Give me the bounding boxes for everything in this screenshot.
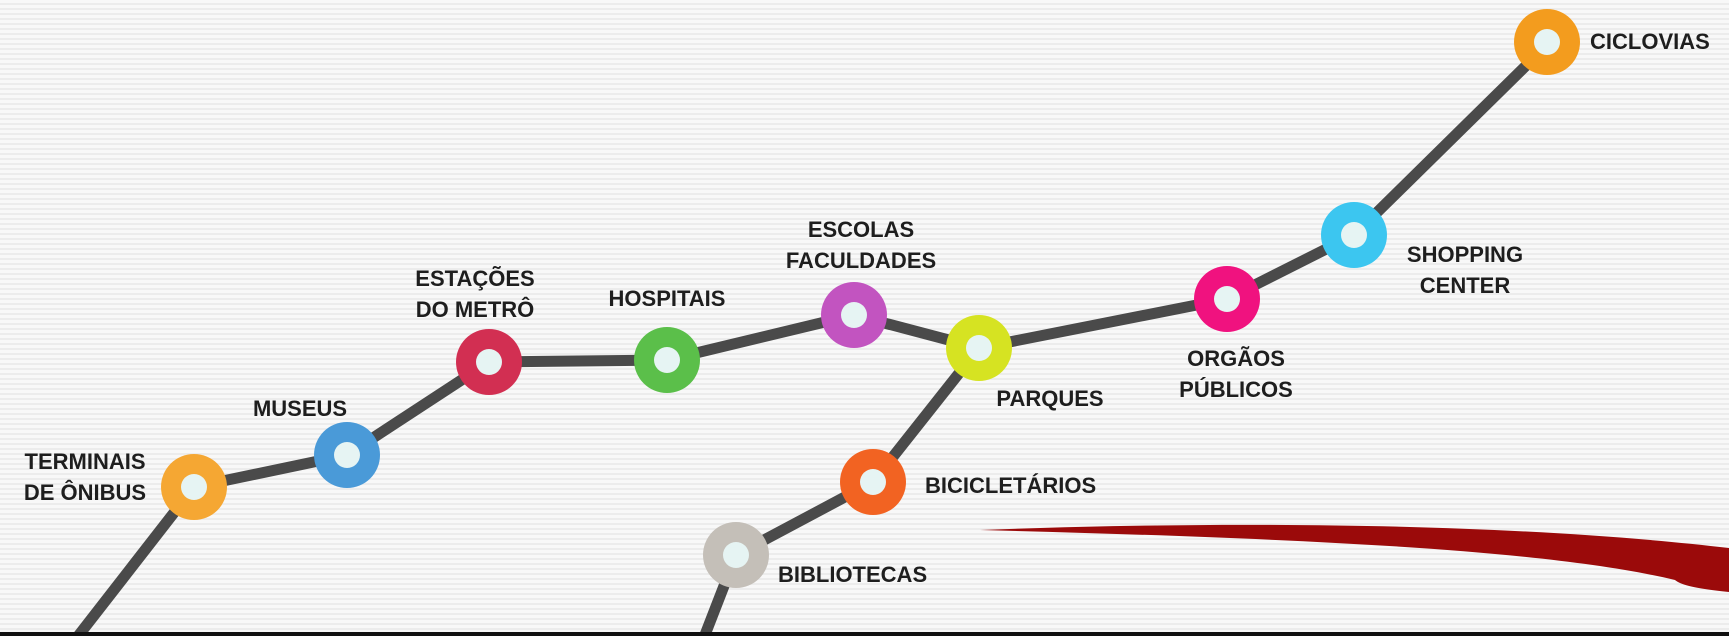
label-bibliotecas: BIBLIOTECAS [778,559,927,590]
label-escolas: ESCOLAS FACULDADES [766,214,956,276]
station-estacoes[interactable] [456,329,522,395]
label-ciclovias: CICLOVIAS [1590,26,1710,57]
station-center [1341,222,1367,248]
main-route-line [71,39,1553,636]
label-estacoes: ESTAÇÕES DO METRÔ [395,263,555,325]
label-line: CENTER [1419,273,1511,298]
label-line: BICICLETÁRIOS [925,473,1097,498]
station-center [841,302,867,328]
station-escolas[interactable] [821,282,887,348]
station-center [654,347,680,373]
label-museus: MUSEUS [235,393,365,424]
station-hospitais[interactable] [634,327,700,393]
label-line: SHOPPING [1406,242,1524,267]
station-center [860,469,886,495]
branch-route-line [698,342,985,636]
station-center [476,349,502,375]
station-museus[interactable] [314,422,380,488]
label-line: MUSEUS [252,396,348,421]
station-center [723,542,749,568]
label-line: ESTAÇÕES [415,266,535,291]
station-shopping[interactable] [1321,202,1387,268]
station-ciclovias[interactable] [1514,9,1580,75]
station-center [966,335,992,361]
station-center [1534,29,1560,55]
label-bicicletarios: BICICLETÁRIOS [925,470,1096,501]
label-line: DO METRÔ [415,297,535,322]
station-center [334,442,360,468]
station-center [1214,286,1240,312]
station-bicicletarios[interactable] [840,449,906,515]
label-line: TERMINAIS [24,449,146,474]
label-line: FACULDADES [785,248,937,273]
station-parques[interactable] [946,315,1012,381]
label-hospitais: HOSPITAIS [592,283,742,314]
station-bibliotecas[interactable] [703,522,769,588]
label-orgaos: ORGÃOS PÚBLICOS [1161,343,1311,405]
label-line: PARQUES [996,386,1104,411]
label-line: ESCOLAS [807,217,915,242]
label-line: ORGÃOS [1187,346,1285,371]
label-shopping: SHOPPING CENTER [1390,239,1540,301]
label-terminais: TERMINAIS DE ÔNIBUS [10,446,160,508]
bottom-divider [0,632,1729,636]
red-swoosh [980,524,1729,592]
label-parques: PARQUES [980,383,1120,414]
label-line: PÚBLICOS [1179,377,1293,402]
label-line: DE ÔNIBUS [23,480,147,505]
label-line: BIBLIOTECAS [778,562,928,587]
label-line: CICLOVIAS [1590,29,1710,54]
station-terminais[interactable] [161,454,227,520]
route-lines [71,39,1553,636]
station-center [181,474,207,500]
station-orgaos[interactable] [1194,266,1260,332]
label-line: HOSPITAIS [608,286,726,311]
